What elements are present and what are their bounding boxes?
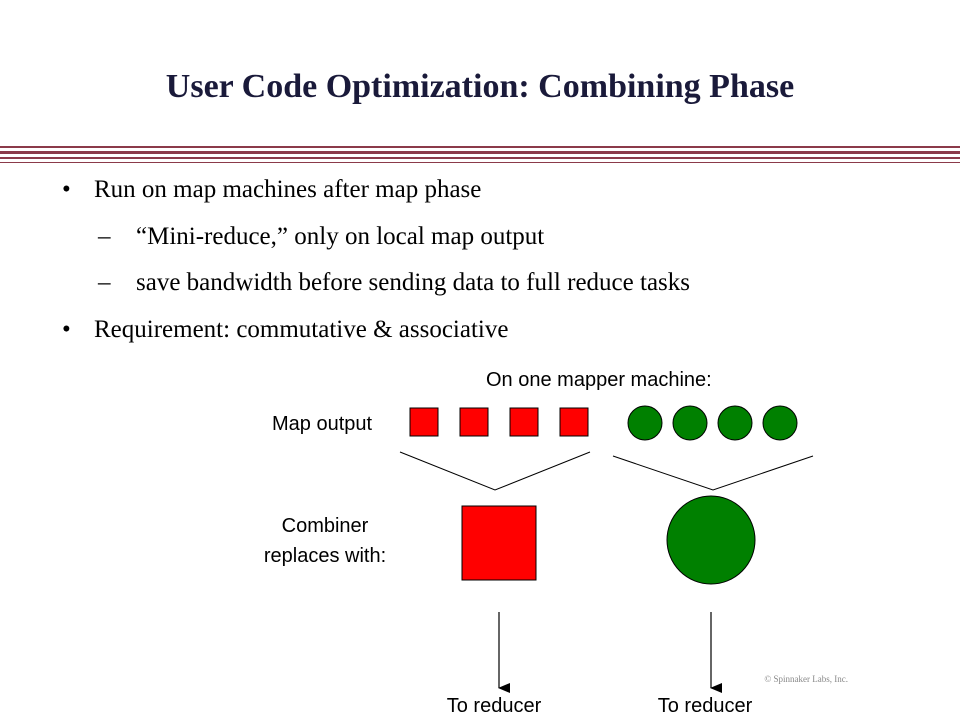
- map-output-circle: [762, 405, 798, 441]
- bullet-text: Requirement: commutative & associative: [94, 316, 509, 343]
- copyright-notice: © Spinnaker Labs, Inc.: [764, 674, 848, 684]
- sub-bullet-dash: –: [98, 269, 111, 296]
- map-output-squares: [409, 407, 589, 437]
- combiner-label-line2: replaces with:: [264, 545, 386, 567]
- map-output-circle: [627, 405, 663, 441]
- merge-bracket-circles: [612, 455, 814, 491]
- sub-bullet-text: “Mini-reduce,” only on local map output: [136, 223, 545, 250]
- bullet-text: Run on map machines after map phase: [94, 176, 482, 203]
- diagram-header: On one mapper machine:: [486, 369, 712, 391]
- divider-line-1: [0, 146, 960, 148]
- reducer-label-right: To reducer: [658, 695, 753, 717]
- map-output-label: Map output: [272, 413, 373, 435]
- map-output-square: [559, 407, 589, 437]
- bullet-dot: •: [62, 316, 71, 343]
- combined-square: [461, 505, 537, 581]
- reducer-label-left: To reducer: [447, 695, 542, 717]
- merge-bracket-squares: [399, 451, 591, 491]
- combined-circle: [666, 495, 756, 585]
- divider-line-3: [0, 157, 960, 159]
- map-output-square: [409, 407, 439, 437]
- divider-line-4: [0, 162, 960, 163]
- map-output-square: [509, 407, 539, 437]
- map-output-circle: [717, 405, 753, 441]
- map-output-circles: [627, 405, 798, 441]
- combiner-label-line1: Combiner: [282, 515, 369, 537]
- slide-title: User Code Optimization: Combining Phase: [165, 68, 795, 105]
- map-output-circle: [672, 405, 708, 441]
- bullet-dot: •: [62, 176, 71, 203]
- map-output-square: [459, 407, 489, 437]
- sub-bullet-dash: –: [98, 223, 111, 250]
- divider-line-2: [0, 151, 960, 154]
- sub-bullet-text: save bandwidth before sending data to fu…: [136, 269, 690, 296]
